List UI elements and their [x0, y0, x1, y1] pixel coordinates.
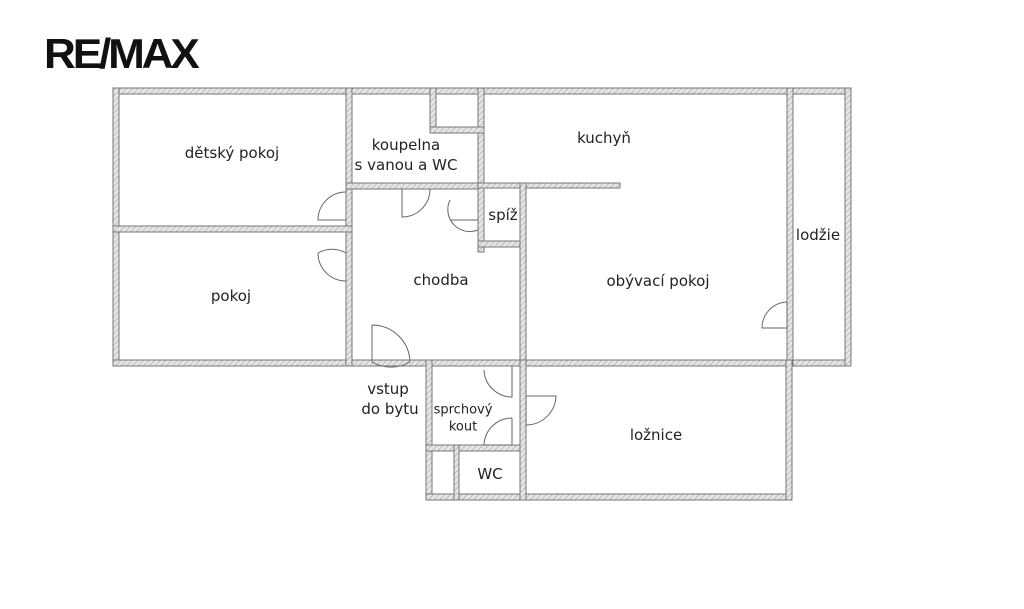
wall [477, 240, 527, 248]
room-label-chodba: chodba [413, 271, 469, 289]
wall [519, 182, 527, 367]
walls [112, 87, 852, 501]
wall [112, 359, 851, 367]
wall [429, 87, 437, 134]
room-label-obyvaci-pokoj: obývací pokoj [606, 272, 710, 290]
door-koupelna [401, 188, 431, 218]
door-sprcha-1 [483, 366, 513, 398]
wall [425, 444, 527, 452]
label-vstup-1: vstup [367, 380, 409, 398]
wall [425, 493, 793, 501]
room-label-koupelna-2: s vanou a WC [354, 156, 458, 174]
room-label-lodzie: lodžie [795, 226, 841, 244]
door-entrance [371, 324, 411, 368]
wall [429, 126, 485, 134]
door-loznice [525, 395, 557, 426]
room-label-kuchyn: kuchyň [577, 129, 631, 147]
door-obyvaci [761, 301, 788, 329]
wall [345, 182, 485, 190]
room-label-detsky-pokoj: dětský pokoj [184, 144, 280, 162]
wall [112, 225, 353, 233]
door-spiz [447, 199, 479, 233]
door-pokoj [317, 248, 347, 282]
remax-logo: RE/MAX [44, 30, 200, 77]
room-label-spiz: spíž [488, 206, 518, 224]
wall [453, 444, 460, 501]
room-label-pokoj: pokoj [210, 287, 252, 305]
wall [519, 359, 527, 501]
wall [425, 359, 433, 501]
label-vstup-2: do bytu [361, 400, 419, 418]
wall [844, 87, 852, 367]
room-label-loznice: ložnice [629, 426, 683, 444]
wall [477, 87, 485, 253]
room-label-sprchovy-2: kout [448, 419, 478, 435]
wall [477, 182, 621, 189]
door-detsky-pokoj [317, 191, 347, 221]
door-sprcha-2 [483, 417, 513, 446]
room-label-sprchovy-1: sprchový [433, 402, 493, 418]
doors [317, 188, 788, 446]
room-label-koupelna-1: koupelna [371, 136, 441, 154]
room-label-wc: WC [477, 465, 503, 483]
wall [785, 359, 793, 501]
wall [786, 87, 794, 367]
